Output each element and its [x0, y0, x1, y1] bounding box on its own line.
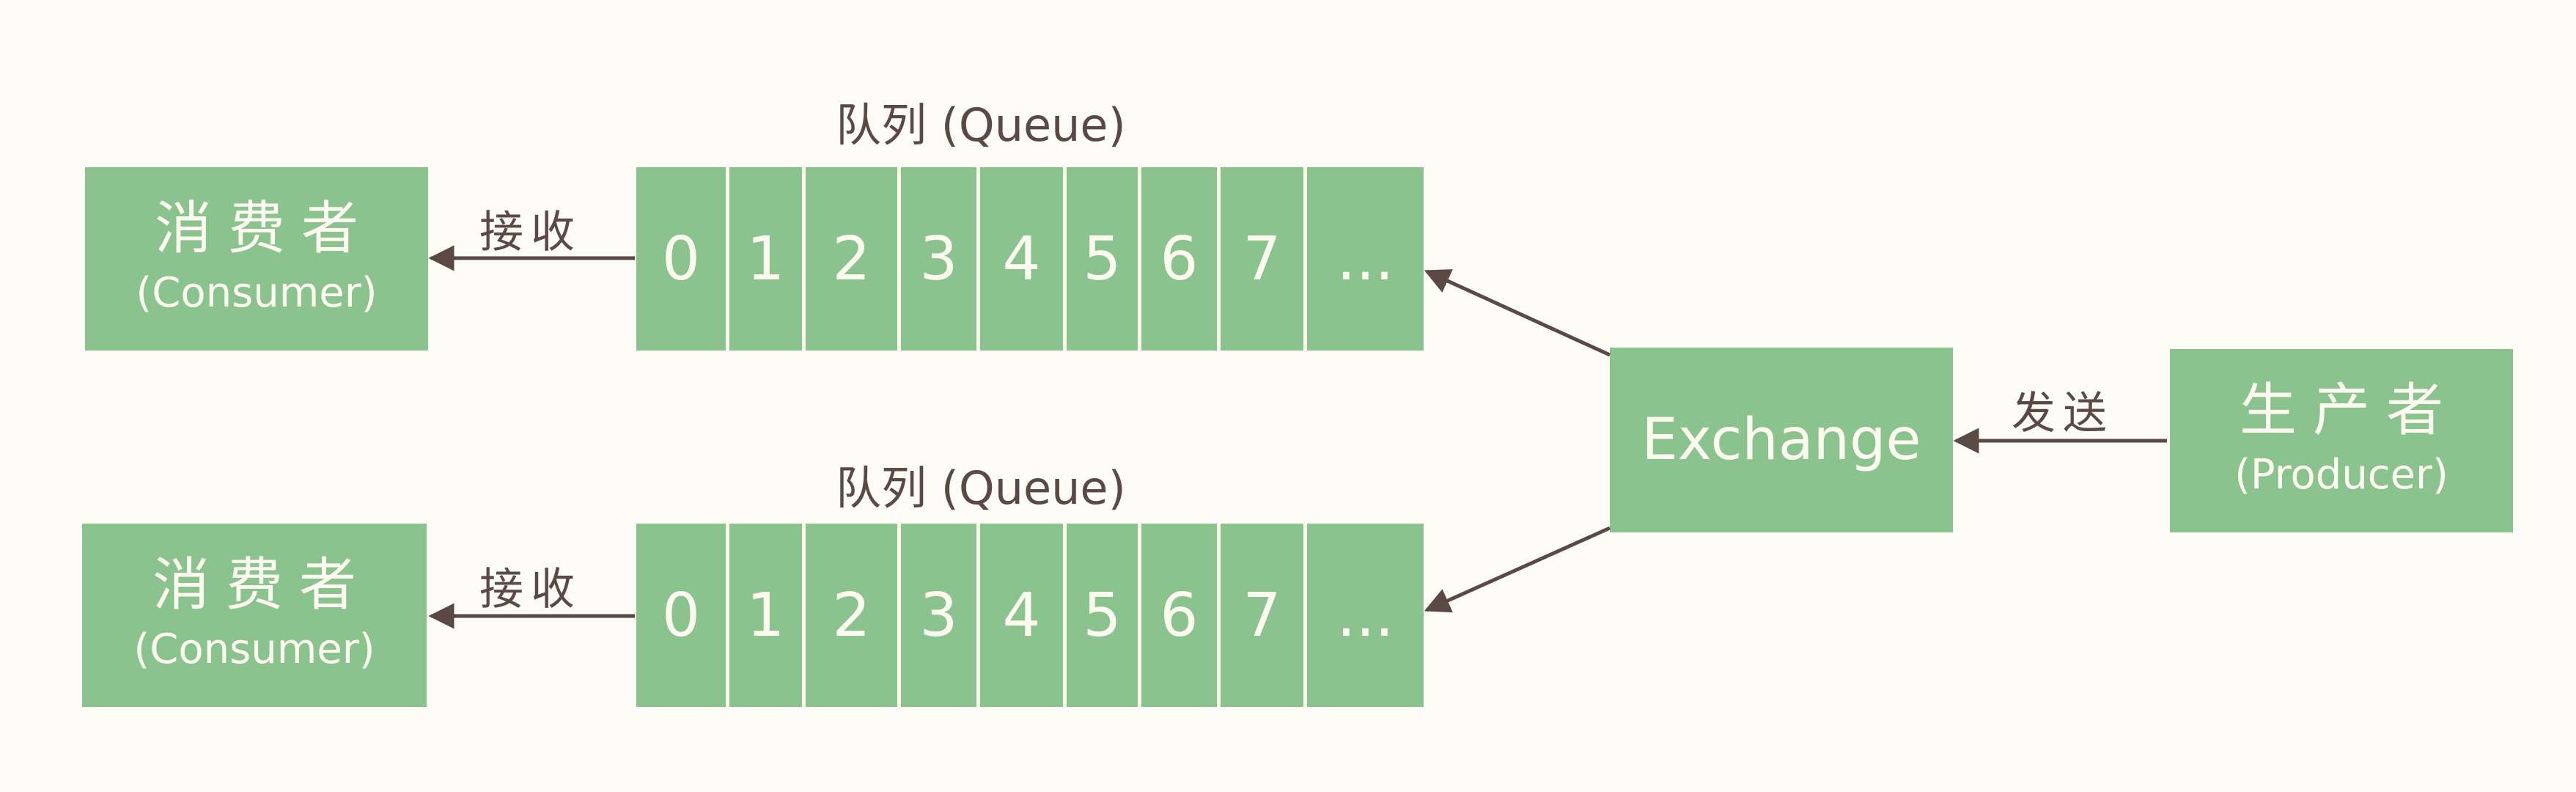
consumer-top-title: 消费者 [154, 195, 375, 262]
queue-cell: 4 [980, 524, 1067, 707]
queue-cell: 1 [729, 167, 806, 351]
edge-label-send: 发送 [2012, 388, 2114, 439]
queue-cell: 2 [806, 167, 901, 351]
edge-label-receive-top: 接收 [479, 207, 582, 258]
exchange-node: Exchange [1610, 348, 1953, 532]
queue-cell: 2 [806, 524, 901, 707]
queue-cell: 5 [1067, 524, 1141, 707]
queue-top: 0 1 2 3 4 5 6 7 ... [636, 167, 1424, 351]
consumer-top: 消费者 (Consumer) [85, 167, 428, 351]
queue-cell: 0 [636, 167, 729, 351]
queue-cell: 0 [636, 524, 729, 707]
queue-cell: 3 [901, 524, 980, 707]
producer-subtitle: (Producer) [2234, 450, 2448, 499]
queue-cell-ellipsis: ... [1336, 224, 1394, 294]
queue-cell-ellipsis: ... [1336, 580, 1394, 650]
exchange-label: Exchange [1641, 407, 1921, 473]
queue-cell: 6 [1141, 167, 1221, 351]
consumer-bottom: 消费者 (Consumer) [82, 524, 427, 707]
queue-title-top: 队列 (Queue) [836, 98, 1126, 152]
producer-node: 生产者 (Producer) [2170, 349, 2513, 532]
queue-cell: 7 [1221, 167, 1307, 351]
consumer-top-subtitle: (Consumer) [136, 268, 378, 317]
queue-cell: 5 [1067, 167, 1141, 351]
queue-cell: 1 [729, 524, 806, 707]
queue-bottom: 0 1 2 3 4 5 6 7 ... [636, 524, 1424, 707]
arrow-exchange-to-queue-top [1424, 269, 1611, 357]
queue-cell: 4 [980, 167, 1067, 351]
queue-cell: 3 [901, 167, 980, 351]
queue-title-bottom: 队列 (Queue) [836, 461, 1126, 515]
queue-cell: 6 [1141, 524, 1221, 707]
consumer-bottom-title: 消费者 [152, 551, 372, 618]
arrow-exchange-to-queue-bottom [1424, 526, 1611, 613]
producer-title: 生产者 [2239, 377, 2459, 444]
consumer-bottom-subtitle: (Consumer) [133, 625, 375, 673]
queue-cell: 7 [1221, 524, 1307, 707]
edge-label-receive-bottom: 接收 [479, 564, 582, 615]
